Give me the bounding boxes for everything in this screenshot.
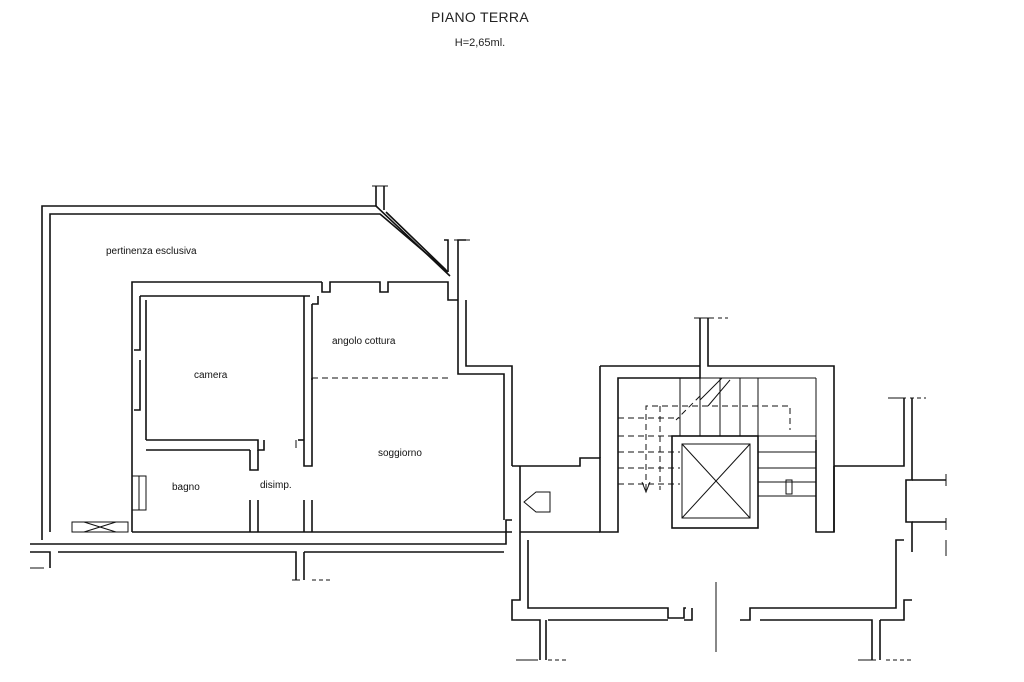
room-label-bagno: bagno: [172, 482, 200, 493]
ceiling-height-note: H=2,65ml.: [454, 37, 506, 49]
entrance-arrow-icon: [523, 491, 551, 513]
floor-title: PIANO TERRA: [431, 9, 529, 25]
stair-block-walls: [511, 317, 947, 661]
interior-partitions: [131, 296, 448, 532]
vent-grille-icon: [71, 521, 129, 533]
room-label-soggiorno: soggiorno: [378, 448, 422, 459]
elevator-shaft-icon: [671, 435, 759, 529]
room-label-angolo-cottura: angolo cottura: [332, 336, 396, 347]
courtyard-walls: [41, 185, 470, 540]
room-label-camera: camera: [194, 370, 228, 381]
room-label-disimpegno: disimp.: [260, 480, 292, 491]
drawing-header: PIANO TERRA H=2,65ml.: [0, 8, 960, 50]
apartment-walls: [30, 281, 513, 581]
room-label-pertinenza: pertinenza esclusiva: [106, 246, 197, 257]
stair-treads: [618, 377, 817, 497]
